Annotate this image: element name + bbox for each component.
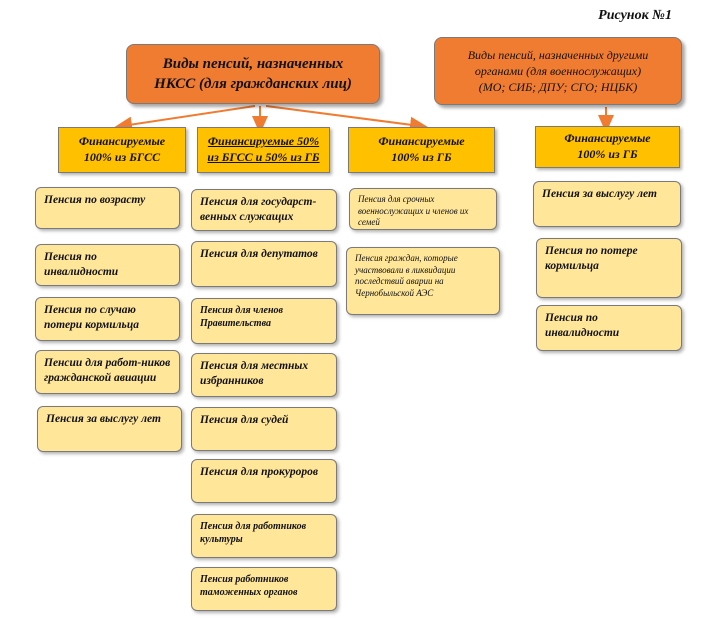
pension-gb-chernobyl: Пенсия граждан, которые участвовали в ли… [346, 247, 500, 315]
other-line2: органами (для военнослужащих) [474, 63, 642, 78]
pension-bgss-survivor: Пенсия по случаю потери кормильца [35, 297, 180, 341]
arrow-to-gb [265, 105, 428, 133]
other-line1: Виды пенсий, назначенных другими [467, 47, 649, 62]
pension-military-disability: Пенсия по инвалидности [536, 305, 682, 351]
nkss-line2: НКСС (для гражданских лиц) [154, 76, 352, 92]
pension-gb-conscripts: Пенсия для срочных военнослужащих и член… [349, 188, 497, 230]
pension-mixed-judges: Пенсия для судей [191, 407, 337, 451]
financing-gb-line2: 100% из ГБ [391, 150, 452, 164]
pension-military-survivor: Пенсия по потере кормильца [536, 238, 682, 298]
financing-bgss: Финансируемые 100% из БГСС [58, 127, 186, 173]
pension-mixed-culture: Пенсия для работников культуры [191, 514, 337, 558]
financing-mixed-line1: Финансируемые 50% [207, 134, 320, 149]
figure-title: Рисунок №1 [598, 8, 672, 23]
other-organs-pensions-node: Виды пенсий, назначенных другими органам… [434, 37, 682, 105]
arrow-to-bgss [114, 105, 256, 133]
financing-gb: Финансируемые 100% из ГБ [348, 127, 495, 173]
pension-bgss-service: Пенсия за выслугу лет [37, 406, 182, 452]
pension-military-service: Пенсия за выслугу лет [533, 181, 681, 227]
pension-bgss-age: Пенсия по возрасту [35, 187, 180, 229]
pension-mixed-local-elected: Пенсия для местных избранников [191, 353, 337, 397]
pension-mixed-customs: Пенсия работников таможенных органов [191, 567, 337, 611]
financing-gb-military: Финансируемые 100% из ГБ [535, 126, 680, 168]
pension-mixed-prosecutors: Пенсия для прокуроров [191, 459, 337, 503]
financing-gb-line1: Финансируемые [378, 134, 465, 149]
financing-gb-military-line2: 100% из ГБ [577, 147, 638, 161]
pension-bgss-disability: Пенсия по инвалидности [35, 244, 180, 286]
pension-mixed-civil-servants: Пенсия для государст-венных служащих [191, 189, 337, 231]
financing-mixed-line2: из БГСС и 50% из ГБ [207, 150, 320, 164]
financing-bgss-line2: 100% из БГСС [83, 150, 161, 164]
nkss-line1: Виды пенсий, назначенных [162, 55, 344, 72]
nkss-pensions-node: Виды пенсий, назначенных НКСС (для гражд… [126, 44, 380, 104]
financing-mixed: Финансируемые 50% из БГСС и 50% из ГБ [197, 127, 330, 173]
pension-mixed-government: Пенсия для членов Правительства [191, 298, 337, 344]
pension-bgss-aviation: Пенсии для работ-ников гражданской авиац… [35, 350, 180, 394]
financing-bgss-line1: Финансируемые [78, 134, 166, 149]
other-line3: (МО; СИБ; ДПУ; СГО; НЦБК) [478, 80, 638, 95]
financing-gb-military-line1: Финансируемые [564, 131, 651, 146]
pension-mixed-deputies: Пенсия для депутатов [191, 241, 337, 287]
